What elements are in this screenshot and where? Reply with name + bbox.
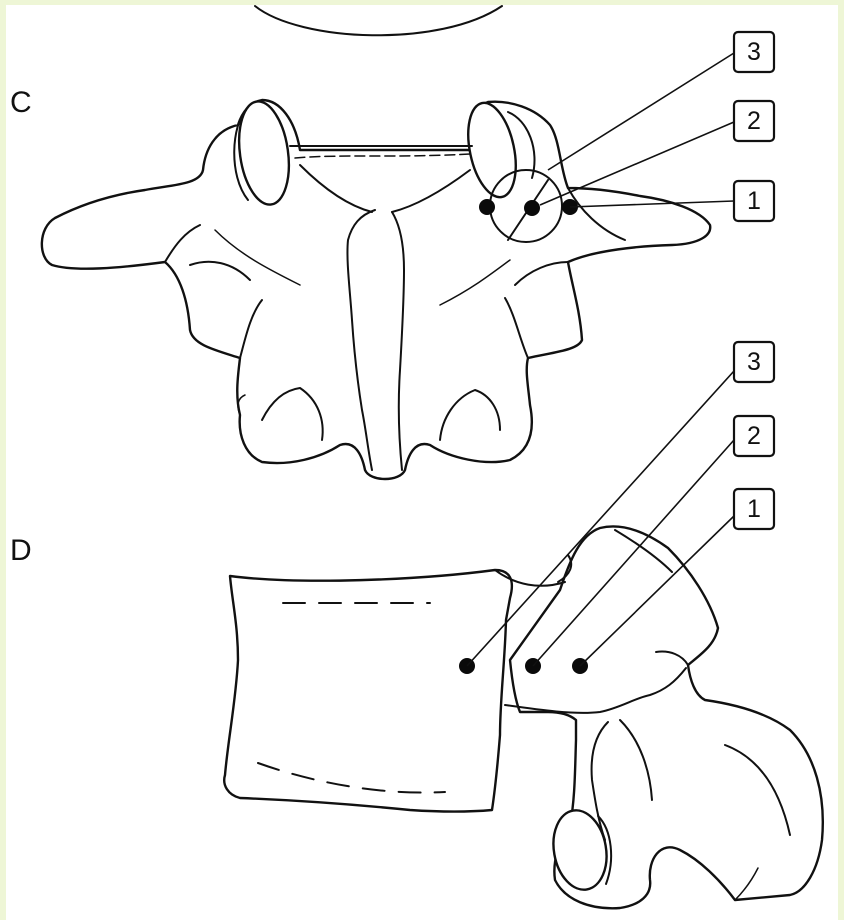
lateral-callout-2-box: 2 xyxy=(734,416,774,456)
entry-point-2-dot xyxy=(524,200,540,216)
lateral-callout-1-label: 1 xyxy=(747,495,761,523)
callout-1-label: 1 xyxy=(747,187,761,215)
lateral-callout-2-label: 2 xyxy=(747,422,761,450)
cropped-vertebral-body-outline xyxy=(255,6,502,35)
panel-c: C xyxy=(10,32,774,479)
callout-2-label: 2 xyxy=(747,107,761,135)
callout-3-label: 3 xyxy=(747,38,761,66)
lateral-callout-3-label: 3 xyxy=(747,348,761,376)
callout-3-box: 3 xyxy=(734,32,774,72)
lateral-callout-1-box: 1 xyxy=(734,489,774,529)
panel-d-letter: D xyxy=(10,534,32,567)
callout-3-leader xyxy=(548,53,734,170)
posterior-vertebra-outline xyxy=(42,100,710,479)
lateral-vertebral-body-outline xyxy=(224,570,512,812)
callout-1-box: 1 xyxy=(734,181,774,221)
callout-2-leader xyxy=(540,122,734,205)
callout-2-box: 2 xyxy=(734,101,774,141)
lateral-callout-3-box: 3 xyxy=(734,342,774,382)
panel-c-letter: C xyxy=(10,86,32,119)
entry-point-3-dot xyxy=(479,199,495,215)
